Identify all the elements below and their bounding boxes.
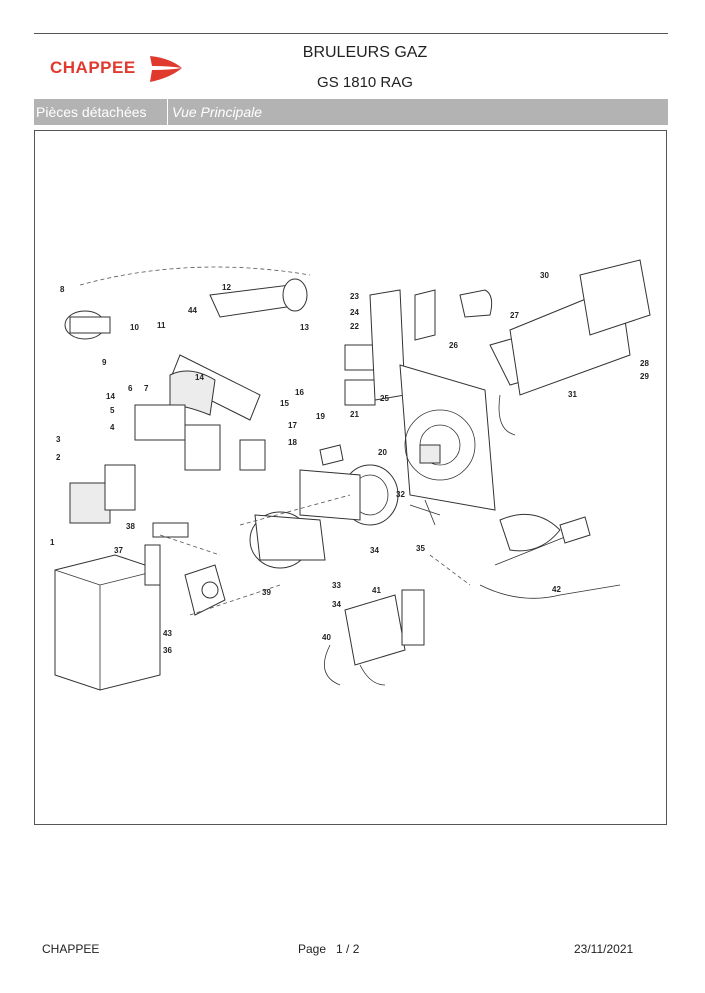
callout-38: 38 xyxy=(126,522,135,531)
callout-40: 40 xyxy=(322,633,331,642)
callout-12: 12 xyxy=(222,283,231,292)
callout-3: 3 xyxy=(56,435,61,444)
callout-41: 41 xyxy=(372,586,381,595)
exploded-view-diagram: 8 10 11 12 44 13 9 6 7 14 14 5 4 16 15 1… xyxy=(50,259,651,691)
callout-30: 30 xyxy=(540,271,549,280)
callout-44: 44 xyxy=(188,306,197,315)
header-rule xyxy=(34,33,668,34)
callout-10: 10 xyxy=(130,323,139,332)
footer-page: Page 1 / 2 xyxy=(298,942,359,956)
diagram-frame xyxy=(34,130,667,825)
callout-22: 22 xyxy=(350,322,359,331)
callout-1: 1 xyxy=(50,538,55,547)
callout-5: 5 xyxy=(110,406,115,415)
callout-27: 27 xyxy=(510,311,519,320)
callout-14b: 14 xyxy=(106,392,115,401)
callout-24: 24 xyxy=(350,308,359,317)
callout-15: 15 xyxy=(280,399,289,408)
callout-35: 35 xyxy=(416,544,425,553)
callout-20: 20 xyxy=(378,448,387,457)
view-label: Vue Principale xyxy=(172,104,263,120)
callout-21: 21 xyxy=(350,410,359,419)
callout-32: 32 xyxy=(396,490,405,499)
callout-36: 36 xyxy=(163,646,172,655)
callout-25: 25 xyxy=(380,394,389,403)
callout-17: 17 xyxy=(288,421,297,430)
callout-4: 4 xyxy=(110,423,115,432)
page-number: 1 / 2 xyxy=(336,942,360,956)
callout-34b: 34 xyxy=(332,600,341,609)
callout-23: 23 xyxy=(350,292,359,301)
section-label: Pièces détachées xyxy=(34,99,168,125)
callout-11: 11 xyxy=(157,321,166,330)
callout-34a: 34 xyxy=(370,546,379,555)
callout-6: 6 xyxy=(128,384,133,393)
callout-26: 26 xyxy=(449,341,458,350)
callout-2: 2 xyxy=(56,453,61,462)
callout-7: 7 xyxy=(144,384,149,393)
logo-text: CHAPPEE xyxy=(50,58,136,77)
callout-37: 37 xyxy=(114,546,123,555)
section-bar: Pièces détachées Vue Principale xyxy=(34,99,668,125)
callout-13: 13 xyxy=(300,323,309,332)
callout-16: 16 xyxy=(295,388,304,397)
callout-33: 33 xyxy=(332,581,341,590)
callout-14a: 14 xyxy=(195,373,204,382)
callout-39: 39 xyxy=(262,588,271,597)
page-label: Page xyxy=(298,942,327,956)
callout-43: 43 xyxy=(163,629,172,638)
callout-42: 42 xyxy=(552,585,561,594)
callout-18: 18 xyxy=(288,438,297,447)
callout-28: 28 xyxy=(640,359,649,368)
footer-company: CHAPPEE xyxy=(42,942,100,956)
chappee-logo: CHAPPEE xyxy=(50,52,190,84)
document-title: BRULEURS GAZ xyxy=(302,44,428,61)
callout-19: 19 xyxy=(316,412,325,421)
callout-8: 8 xyxy=(60,285,65,294)
callout-29: 29 xyxy=(640,372,649,381)
logo-swoosh-icon xyxy=(150,56,182,82)
callout-9: 9 xyxy=(102,358,107,367)
model-title: GS 1810 RAG xyxy=(317,74,413,91)
footer-date: 23/11/2021 xyxy=(574,942,634,956)
callout-31: 31 xyxy=(568,390,577,399)
